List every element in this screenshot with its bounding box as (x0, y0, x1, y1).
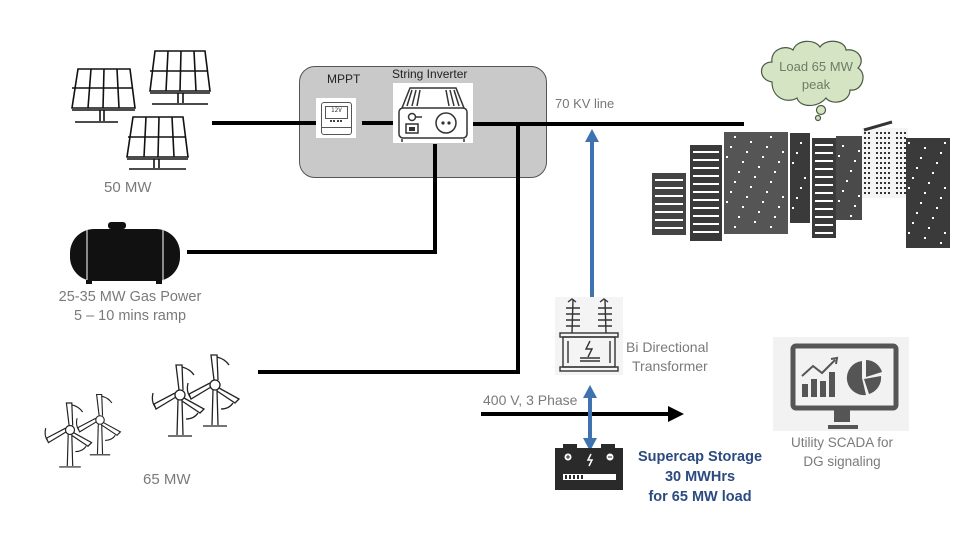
mppt-label: MPPT (327, 72, 361, 86)
wind-turbine (186, 354, 241, 427)
gas-feeder-line (187, 144, 437, 254)
line-70kv-label: 70 KV line (555, 96, 615, 111)
building (906, 138, 950, 248)
building (836, 136, 862, 220)
bus-400v-arrowhead (668, 406, 684, 422)
storage-line3: for 65 MW load (648, 489, 752, 505)
gas-ramp-line2: 5 – 10 mins ramp (73, 308, 187, 324)
scada-label: Utility SCADA for DG signaling (784, 433, 900, 471)
solar-panel (71, 68, 136, 123)
load-line1: Load 65 MW (779, 59, 853, 74)
transformer-line1: Bi Directional (626, 339, 709, 355)
wind-turbine (75, 393, 122, 456)
storage-line2: 30 MWHrs (664, 469, 736, 485)
lv-arrowhead-down (583, 438, 597, 451)
charge-controller-icon: 12V (316, 98, 356, 138)
wind-turbine (151, 364, 206, 437)
solar-capacity-label: 50 MW (104, 179, 152, 196)
storage-line1: Supercap Storage (637, 449, 763, 465)
storage-label: Supercap Storage 30 MWHrs for 65 MW load (630, 447, 770, 507)
transformer-line2: Transformer (632, 358, 708, 374)
inverter-label: String Inverter (392, 67, 468, 81)
solar-panel (149, 50, 211, 105)
load-line2: peak (801, 77, 831, 92)
building (812, 138, 836, 238)
scada-line1: Utility SCADA for (790, 435, 894, 450)
load-label: Load 65 MW peak (766, 58, 866, 94)
gas-capacity-line1: 25-35 MW Gas Power (58, 289, 202, 305)
transformer-label: Bi Directional Transformer (626, 338, 708, 376)
lv-arrowhead-up (583, 385, 597, 398)
building (790, 133, 810, 223)
wind-feeder-line (258, 124, 520, 374)
wind-turbine (44, 402, 93, 468)
solar-panel (126, 116, 189, 170)
scada-line2: DG signaling (803, 454, 881, 469)
mppt-display: 12V (331, 107, 342, 114)
wind-capacity-label: 65 MW (143, 471, 191, 488)
bus-400v-label: 400 V, 3 Phase (483, 392, 578, 408)
hv-arrowhead-up (585, 129, 599, 142)
gas-capacity-label: 25-35 MW Gas Power 5 – 10 mins ramp (40, 288, 220, 326)
